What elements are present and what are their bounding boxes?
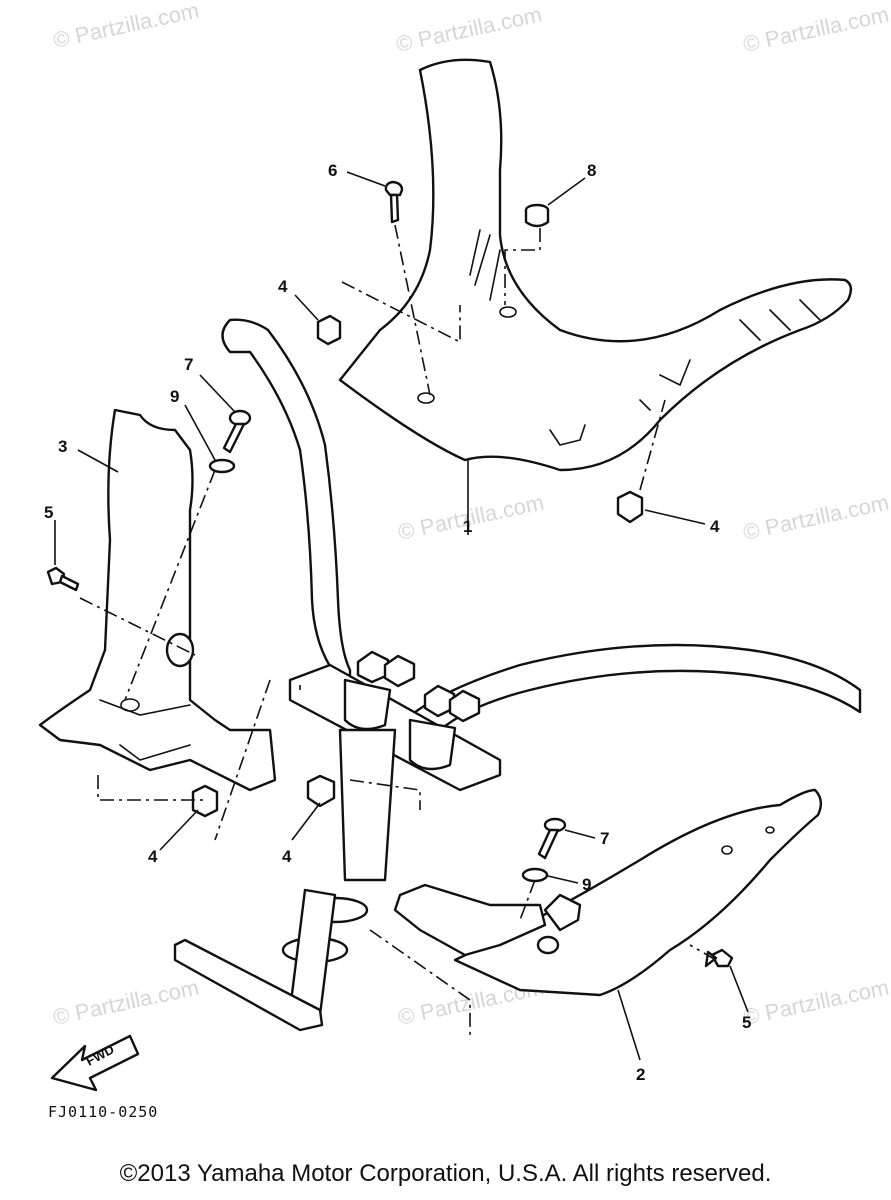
left-side-panel [38,408,277,792]
callout-5: 5 [742,1013,751,1032]
callout-4: 4 [710,517,720,536]
watermark-text: © Partzilla.com [741,2,891,57]
callout-9: 9 [582,875,591,894]
callout-9: 9 [170,387,179,406]
front-cover-top [338,58,853,472]
callout-leaders [54,171,749,1061]
watermark-text: © Partzilla.com [741,975,891,1030]
right-side-panel [393,788,823,997]
watermark-text: © Partzilla.com [394,2,544,57]
callout-2: 2 [636,1065,645,1084]
steering-column [173,650,502,1032]
watermark-text: © Partzilla.com [741,490,891,545]
callout-6: 6 [328,161,337,180]
watermark-text: © Partzilla.com [51,0,201,53]
diagram-code: FJ0110-0250 [48,1103,158,1121]
copyright-notice: ©2013 Yamaha Motor Corporation, U.S.A. A… [119,1160,772,1187]
callout-7: 7 [184,355,193,374]
watermark-text: © Partzilla.com [51,975,201,1030]
fwd-arrow: FWD [50,1034,140,1092]
callout-8: 8 [587,161,596,180]
callout-3: 3 [58,437,67,456]
callout-5: 5 [44,503,53,522]
callout-4: 4 [282,847,292,866]
fasteners [46,180,734,968]
callout-1: 1 [463,517,472,536]
callout-4: 4 [148,847,158,866]
callout-7: 7 [600,829,609,848]
callout-4: 4 [278,277,288,296]
callout-labels: 6 8 4 7 9 3 5 1 4 4 4 7 9 5 2 [44,161,751,1084]
assembly-lines [79,224,717,1040]
